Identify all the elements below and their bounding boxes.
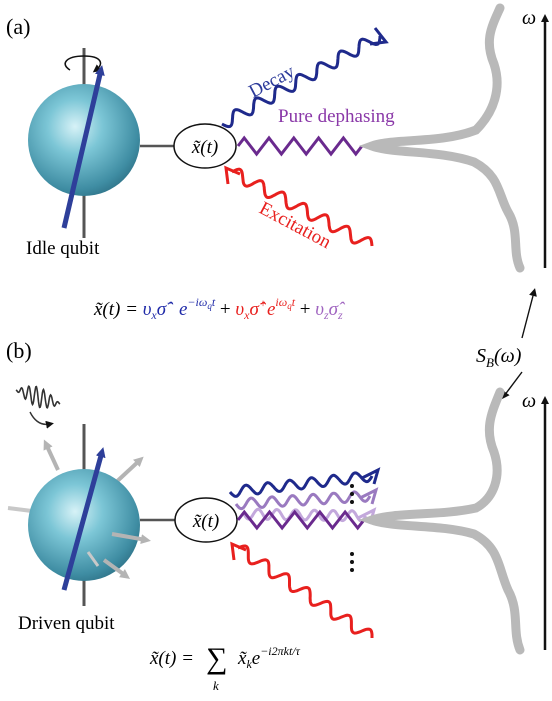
eq-a-t1-coef: υ <box>143 299 152 320</box>
grey-vector-up-left <box>43 439 60 471</box>
equation-b-term: x̃ke−i2πkt/τ <box>237 644 301 671</box>
eq-b-sum: ∑ <box>206 642 227 675</box>
spectrum-label: SB(ω) <box>476 345 522 370</box>
eq-a-t3-coef: υ <box>315 299 324 320</box>
decay-arrowhead <box>369 27 389 46</box>
eq-a-t2-exp: iω <box>275 295 287 309</box>
bath-operator-label-b: x̃(t) <box>192 511 219 532</box>
decay-wave-b2 <box>234 490 372 511</box>
eq-a-t1-exp-t: t <box>212 295 216 309</box>
eq-a-t1-exp: −iω <box>187 295 207 309</box>
bloch-vector-b <box>61 447 106 591</box>
drive-arrow-icon <box>29 411 54 429</box>
grey-vector-right <box>111 532 151 545</box>
bath-operator-node-a <box>173 123 237 169</box>
noise-spectrum-curve-b <box>358 387 525 655</box>
eq-b-exp: −i2πkt/τ <box>260 644 300 658</box>
omega-label-a: ω <box>522 7 536 29</box>
pure-dephasing-zigzag <box>236 135 364 157</box>
ellipsis-upper <box>350 484 354 504</box>
spectrum-pointer-b <box>501 371 523 400</box>
eq-a-t2-sub: x <box>243 308 250 322</box>
noise-spectrum-curve-a <box>358 3 525 273</box>
pure-dephasing-zigzag-b <box>236 509 366 531</box>
spectrum-label-sub: B <box>486 355 494 370</box>
equation-b: x̃(t) = ∑ k x̃ke−i2πkt/τ <box>149 642 301 693</box>
eq-a-lhs: x̃(t) = <box>93 299 143 320</box>
eq-a-plus1: + <box>215 299 235 320</box>
eq-a-t2-exp-sub: q <box>287 301 292 311</box>
decay-wave <box>221 35 382 129</box>
panel-a: (a) x̃(t) Idle qubit Decay Pure dephasin… <box>6 3 549 273</box>
decay-wave-b1 <box>228 471 374 498</box>
eq-a-t1-exp-base: e <box>174 299 187 320</box>
eq-b-sum-index: k <box>213 678 219 693</box>
pure-dephasing-label: Pure dephasing <box>278 106 395 127</box>
panel-a-label: (a) <box>6 14 30 39</box>
excitation-arrowhead <box>224 165 241 185</box>
grey-vector-inner <box>86 551 100 567</box>
eq-b-term: x̃ <box>237 648 247 669</box>
spectrum-pointer-a <box>521 288 537 339</box>
eq-a-t2-exp-t: t <box>292 295 296 309</box>
eq-a-t1-exp-sub: q <box>207 301 212 311</box>
eq-a-t1-sub: x <box>150 308 157 322</box>
decay-label: Decay <box>245 61 298 103</box>
eq-b-exp-base: e <box>252 648 260 669</box>
bath-operator-node-b <box>174 497 238 543</box>
excitation-wave-b <box>237 544 374 638</box>
spectrum-label-arg: (ω) <box>494 345 522 367</box>
panel-b-label: (b) <box>6 338 32 363</box>
eq-a-t2-exp-base: e <box>267 299 275 320</box>
bloch-vector-a <box>61 65 105 229</box>
panel-b: (b) x̃(t) Driven qubit <box>6 338 549 655</box>
eq-a-t2-coef: υ <box>235 299 244 320</box>
eq-b-term-sub: k <box>246 657 252 671</box>
idle-qubit-label: Idle qubit <box>26 238 100 259</box>
omega-label-b: ω <box>522 390 536 412</box>
decay-arrowhead-b1 <box>361 467 381 485</box>
ellipsis-lower <box>350 552 354 572</box>
decay-arrowhead-b2 <box>359 487 379 505</box>
bath-operator-label-a: x̃(t) <box>191 137 218 158</box>
excitation-arrowhead-b <box>230 541 247 561</box>
drive-pulse-icon <box>15 385 61 409</box>
excitation-wave <box>231 167 374 247</box>
eq-a-t3-sub: z <box>323 308 329 322</box>
eq-a-t2-sup: + <box>259 296 267 310</box>
eq-b-lhs: x̃(t) = <box>149 648 194 669</box>
equation-a: x̃(t) = υxσ̂− e−iωqt + υxσ̂+eiωqt + υzσ̂… <box>93 295 346 322</box>
eq-a-plus2: + <box>295 299 315 320</box>
spectrum-label-s: S <box>476 345 486 367</box>
grey-vector-down-right <box>102 558 131 579</box>
eq-a-t1-sup: − <box>166 296 174 310</box>
eq-a-t3-op-sub: z <box>337 308 343 322</box>
driven-qubit-label: Driven qubit <box>18 613 115 634</box>
rotation-icon <box>64 55 102 73</box>
